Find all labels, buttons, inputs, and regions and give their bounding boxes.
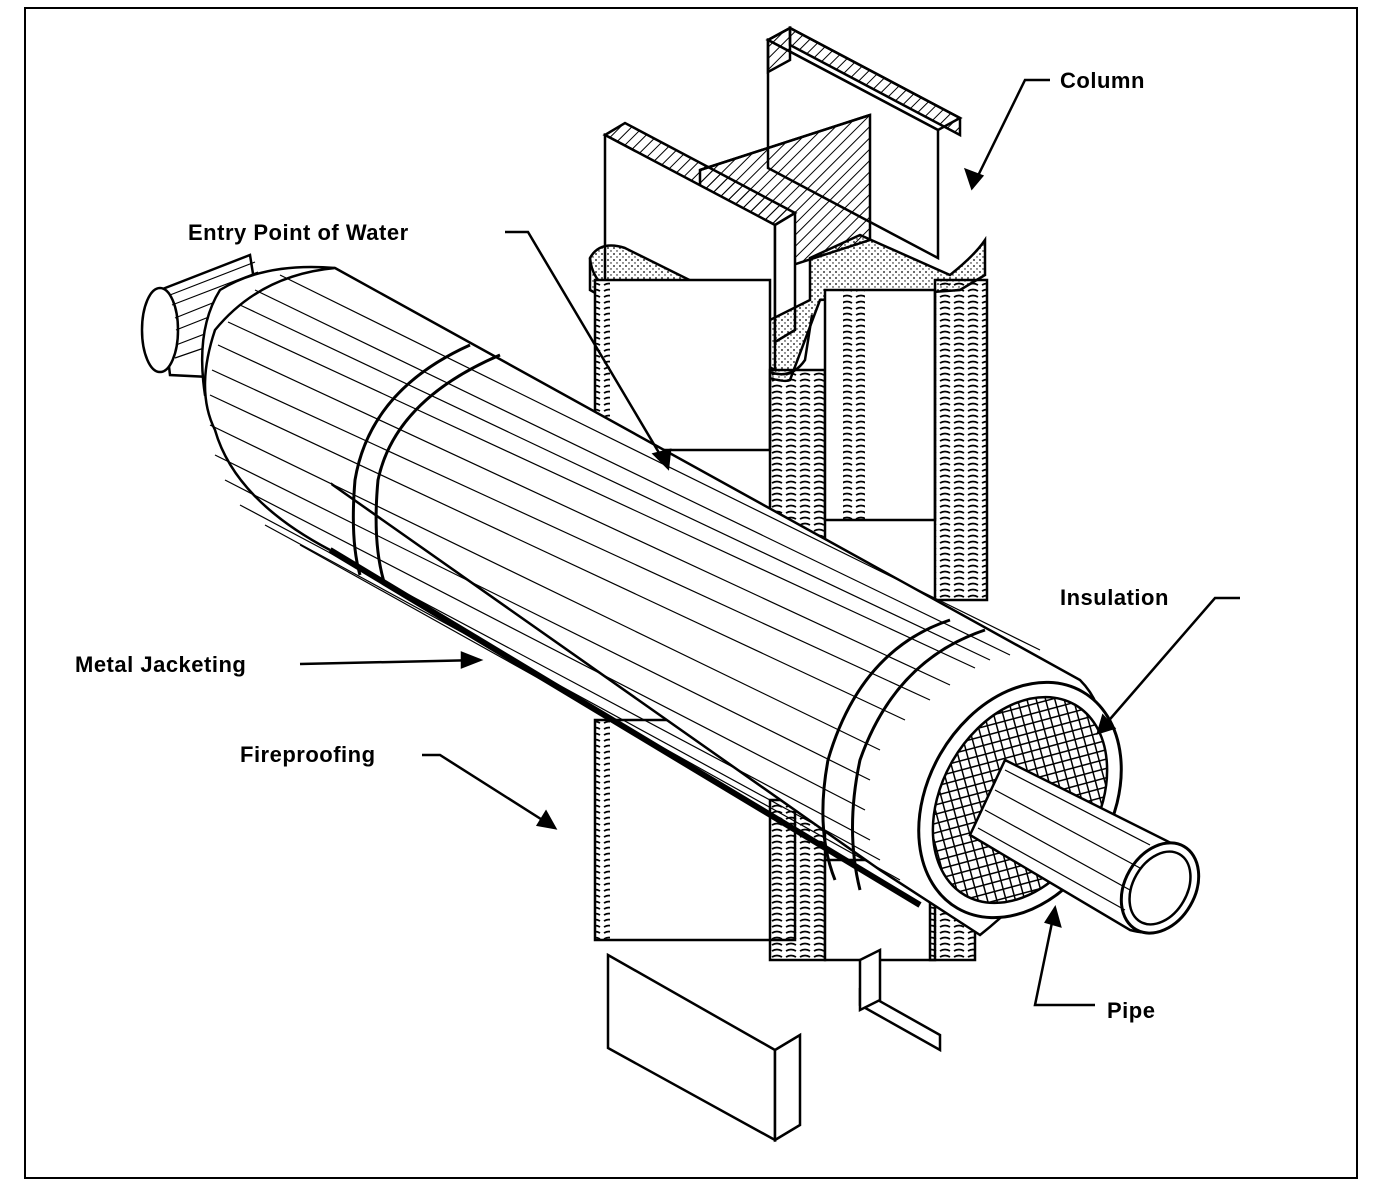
label-insulation: Insulation (1060, 585, 1169, 610)
label-fireproofing: Fireproofing (240, 742, 376, 767)
leader-lines (299, 78, 1240, 1007)
label-column: Column (1060, 68, 1145, 93)
label-entry-point-of-water: Entry Point of Water (188, 220, 409, 245)
steel-column-base (606, 947, 942, 1143)
pipe-assembly (140, 253, 1201, 937)
fireproofing-body (593, 278, 989, 962)
label-metal-jacketing: Metal Jacketing (75, 652, 247, 677)
label-pipe: Pipe (1107, 998, 1156, 1023)
